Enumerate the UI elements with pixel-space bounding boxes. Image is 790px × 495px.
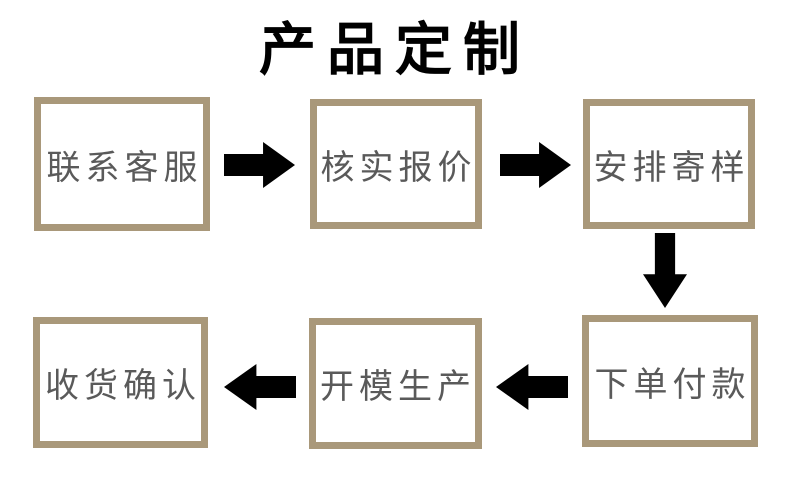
flow-step-label: 安排寄样 bbox=[593, 147, 750, 188]
flow-step-label: 下单付款 bbox=[594, 364, 751, 405]
page-title: 产品定制 bbox=[259, 17, 531, 83]
flow-step-receipt-confirm: 收货确认 bbox=[33, 317, 208, 448]
flow-step-label: 核实报价 bbox=[320, 147, 477, 188]
flow-step-label: 收货确认 bbox=[45, 366, 201, 406]
arrow-right-icon bbox=[224, 142, 295, 188]
arrow-right-icon bbox=[500, 142, 571, 188]
arrow-left-icon bbox=[496, 364, 568, 410]
flow-step-mold-production: 开模生产 bbox=[309, 318, 482, 449]
flow-step-label: 联系客服 bbox=[46, 147, 203, 188]
flow-step-contact-service: 联系客服 bbox=[34, 97, 210, 231]
flow-step-label: 开模生产 bbox=[320, 367, 476, 407]
flow-step-verify-quote: 核实报价 bbox=[310, 99, 482, 229]
flow-step-order-payment: 下单付款 bbox=[582, 315, 758, 447]
flow-step-arrange-sample: 安排寄样 bbox=[583, 99, 755, 229]
arrow-down-icon bbox=[643, 233, 687, 308]
arrow-left-icon bbox=[224, 364, 296, 410]
